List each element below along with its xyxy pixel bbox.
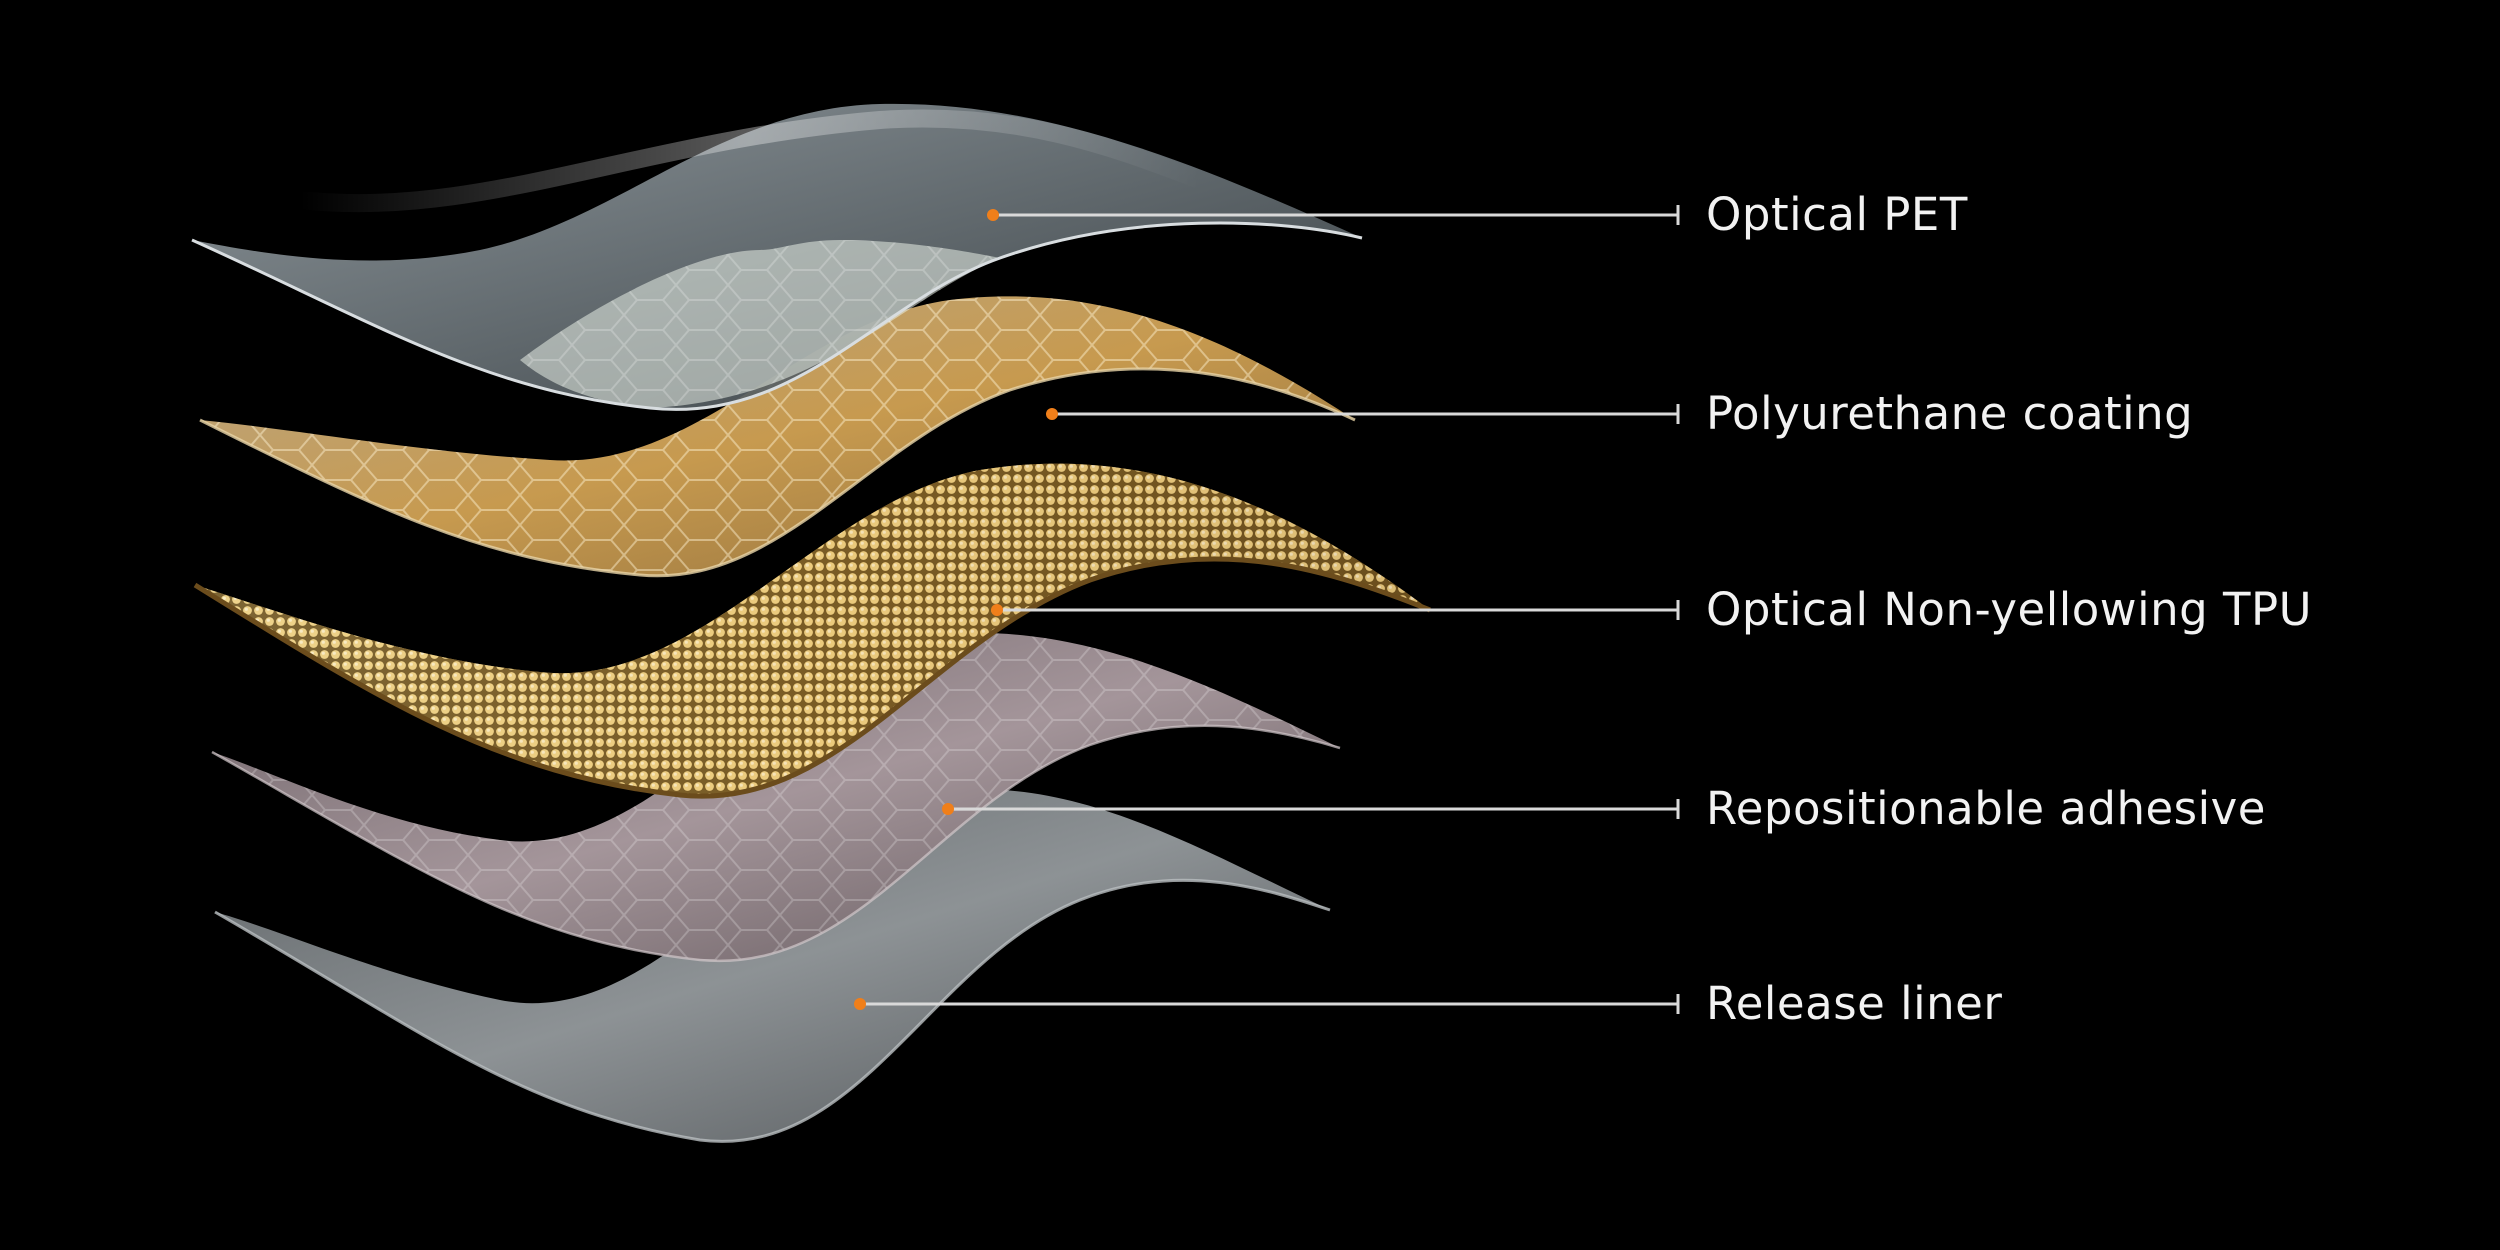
label-polyurethane-coating: Polyurethane coating bbox=[1706, 387, 2194, 440]
release-liner-sheet bbox=[214, 789, 1331, 1143]
label-optical-pet: Optical PET bbox=[1706, 188, 1968, 241]
polyurethane-coating-sheet bbox=[199, 296, 1356, 578]
leader-lines bbox=[854, 205, 1680, 1014]
repositionable-adhesive-sheet bbox=[211, 632, 1341, 963]
optical-pet-sheet bbox=[191, 103, 1363, 411]
optical-tpu-sheet bbox=[193, 463, 1431, 799]
marker-dot-repositionable-adhesive bbox=[942, 803, 954, 815]
marker-dot-release-liner bbox=[854, 998, 866, 1010]
marker-dot-polyurethane-coating bbox=[1046, 408, 1058, 420]
label-repositionable-adhesive: Repositionable adhesive bbox=[1706, 782, 2266, 835]
marker-dot-optical-pet bbox=[987, 209, 999, 221]
label-optical-tpu: Optical Non-yellowing TPU bbox=[1706, 583, 2313, 636]
marker-dot-optical-tpu bbox=[991, 604, 1003, 616]
label-release-liner: Release liner bbox=[1706, 977, 2003, 1030]
